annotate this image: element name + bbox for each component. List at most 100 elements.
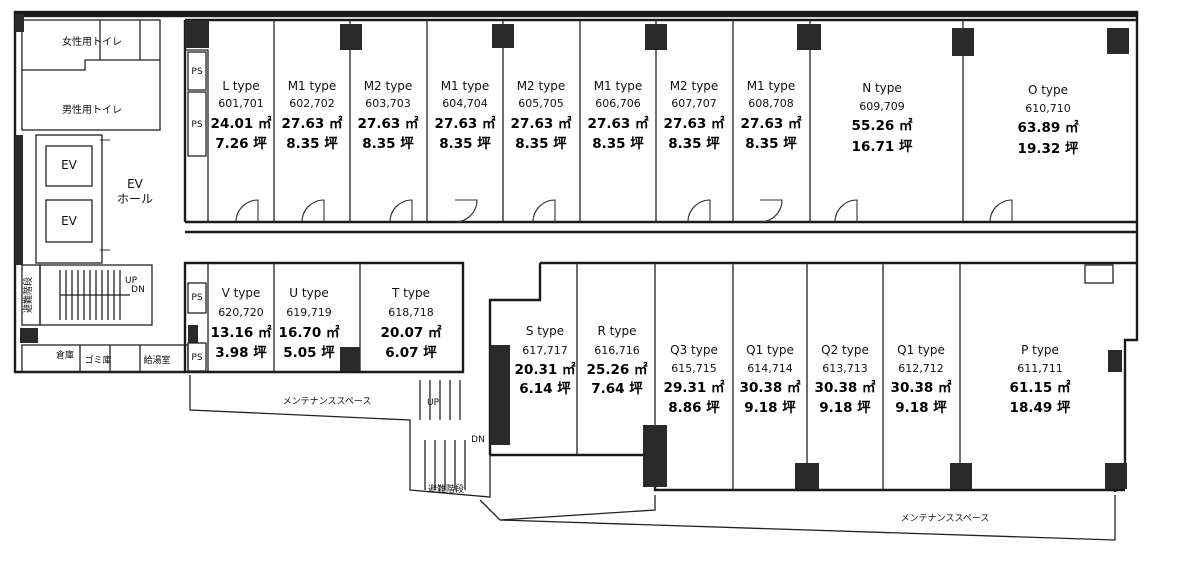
svg-text:U type: U type (289, 286, 328, 300)
label-maintenance-1: メンテナンススペース (283, 396, 372, 407)
svg-text:7.26 坪: 7.26 坪 (215, 136, 267, 152)
top-doors (235, 199, 1013, 223)
svg-text:13.16 ㎡: 13.16 ㎡ (211, 324, 272, 341)
label-dn-left: DN (131, 285, 145, 295)
label-up-left: UP (125, 276, 138, 286)
svg-text:Q1 type: Q1 type (897, 343, 945, 357)
label-ps-top-1: PS (191, 67, 202, 77)
svg-text:55.26 ㎡: 55.26 ㎡ (852, 117, 913, 134)
svg-text:L type: L type (222, 79, 259, 93)
label-ps-bottom-2: PS (191, 353, 202, 363)
svg-text:P type: P type (1021, 343, 1059, 357)
label-storage: 倉庫 (56, 349, 74, 361)
label-garbage: ゴミ庫 (84, 354, 111, 366)
svg-text:M2 type: M2 type (670, 79, 719, 93)
svg-text:27.63 ㎡: 27.63 ㎡ (358, 115, 419, 132)
label-general-room: 給湯室 (143, 354, 170, 366)
svg-text:Q3 type: Q3 type (670, 343, 718, 357)
label-maintenance-2: メンテナンススペース (901, 513, 990, 524)
svg-text:617,717: 617,717 (522, 344, 568, 357)
svg-text:8.35 坪: 8.35 坪 (439, 136, 491, 152)
label-womens-toilet: 女性用トイレ (62, 35, 122, 48)
label-ev-1: EV (61, 158, 78, 172)
svg-text:616,716: 616,716 (594, 344, 640, 357)
svg-text:30.38 ㎡: 30.38 ㎡ (891, 379, 952, 396)
svg-text:19.32 坪: 19.32 坪 (1018, 141, 1079, 157)
svg-text:16.70 ㎡: 16.70 ㎡ (279, 324, 340, 341)
svg-text:612,712: 612,712 (898, 362, 944, 375)
label-ev-2: EV (61, 214, 78, 228)
svg-text:604,704: 604,704 (442, 97, 488, 110)
svg-text:M2 type: M2 type (364, 79, 413, 93)
svg-text:5.05 坪: 5.05 坪 (283, 345, 335, 361)
svg-text:O type: O type (1028, 83, 1068, 97)
svg-text:6.14 坪: 6.14 坪 (519, 381, 571, 397)
svg-text:T type: T type (391, 286, 430, 300)
svg-text:61.15 ㎡: 61.15 ㎡ (1010, 379, 1071, 396)
unit-V: V type 620,720 13.16 ㎡ 3.98 坪 (211, 286, 272, 361)
stair-treads-left (59, 270, 130, 320)
svg-text:27.63 ㎡: 27.63 ㎡ (664, 115, 725, 132)
svg-text:620,720: 620,720 (218, 306, 264, 319)
label-ev-hall-1: EV (127, 177, 144, 191)
svg-text:619,719: 619,719 (286, 306, 332, 319)
svg-text:N type: N type (862, 81, 902, 95)
svg-text:9.18 坪: 9.18 坪 (819, 400, 871, 416)
svg-text:27.63 ㎡: 27.63 ㎡ (741, 115, 802, 132)
label-up-bottom: UP (427, 398, 440, 408)
svg-text:610,710: 610,710 (1025, 102, 1071, 115)
svg-text:20.07 ㎡: 20.07 ㎡ (381, 324, 442, 341)
svg-text:9.18 坪: 9.18 坪 (744, 400, 796, 416)
svg-text:25.26 ㎡: 25.26 ㎡ (587, 361, 648, 378)
svg-text:8.35 坪: 8.35 坪 (286, 136, 338, 152)
svg-text:8.86 坪: 8.86 坪 (668, 400, 720, 416)
svg-text:606,706: 606,706 (595, 97, 641, 110)
label-dn-bottom: DN (471, 435, 485, 445)
unit-S: S type 617,717 20.31 ㎡ 6.14 坪 (515, 324, 576, 397)
svg-text:27.63 ㎡: 27.63 ㎡ (435, 115, 496, 132)
top-units-frame (183, 18, 1137, 224)
svg-text:603,703: 603,703 (365, 97, 411, 110)
svg-text:M1 type: M1 type (288, 79, 337, 93)
svg-text:M1 type: M1 type (594, 79, 643, 93)
bottom-left-frame (183, 261, 491, 498)
svg-text:Q1 type: Q1 type (746, 343, 794, 357)
service-core (15, 14, 189, 373)
svg-text:S type: S type (526, 324, 564, 338)
svg-text:16.71 坪: 16.71 坪 (852, 139, 913, 155)
svg-text:611,711: 611,711 (1017, 362, 1063, 375)
svg-text:613,713: 613,713 (822, 362, 868, 375)
svg-text:Q2 type: Q2 type (821, 343, 869, 357)
svg-text:602,702: 602,702 (289, 97, 335, 110)
svg-text:M1 type: M1 type (441, 79, 490, 93)
svg-text:63.89 ㎡: 63.89 ㎡ (1018, 119, 1079, 136)
svg-text:20.31 ㎡: 20.31 ㎡ (515, 361, 576, 378)
svg-text:V type: V type (222, 286, 261, 300)
label-ps-bottom-1: PS (191, 293, 202, 303)
svg-text:30.38 ㎡: 30.38 ㎡ (815, 379, 876, 396)
bottom-right-unit-labels: S type 617,717 20.31 ㎡ 6.14 坪 R type 616,716… (515, 324, 1071, 416)
svg-text:601,701: 601,701 (218, 97, 264, 110)
svg-text:615,715: 615,715 (671, 362, 717, 375)
svg-text:8.35 坪: 8.35 坪 (745, 136, 797, 152)
building-outline (13, 10, 1139, 492)
label-ps-top-2: PS (191, 120, 202, 130)
svg-text:607,707: 607,707 (671, 97, 717, 110)
svg-text:6.07 坪: 6.07 坪 (385, 345, 437, 361)
svg-text:R type: R type (598, 324, 637, 338)
svg-text:18.49 坪: 18.49 坪 (1010, 400, 1071, 416)
bottom-left-unit-labels: V type 620,720 13.16 ㎡ 3.98 坪 U type 619,719… (211, 286, 442, 361)
svg-text:3.98 坪: 3.98 坪 (215, 345, 267, 361)
